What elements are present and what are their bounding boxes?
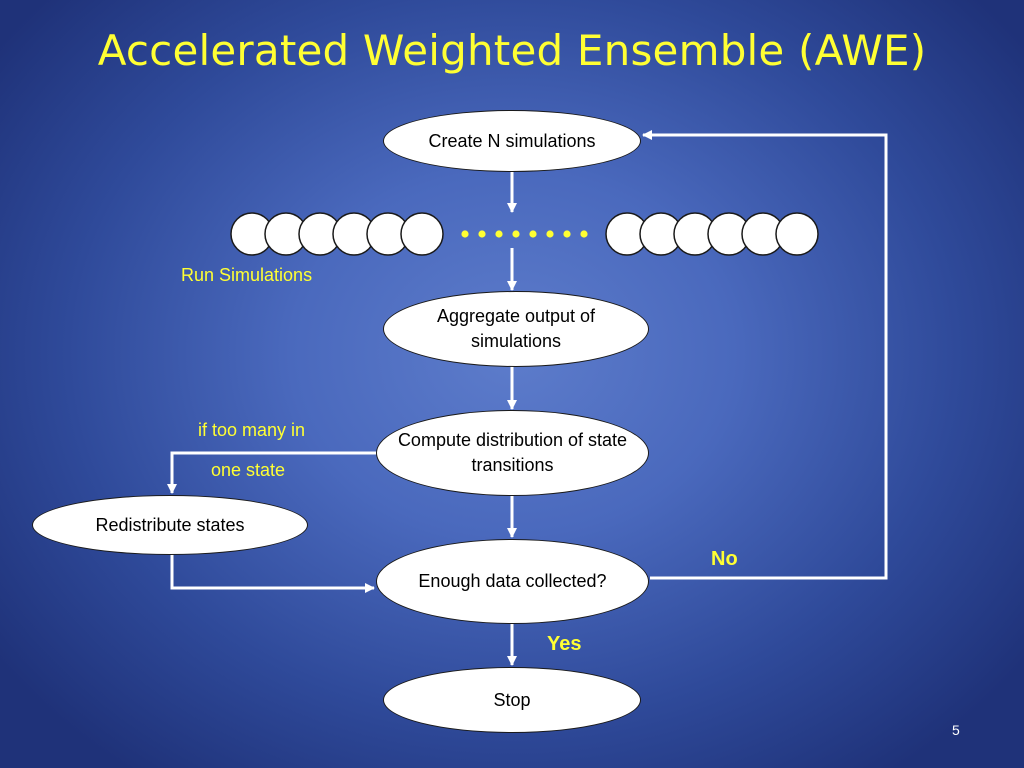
- arrow-redistribute-to-enough: [170, 554, 375, 593]
- ellipsis-dots: [461, 230, 588, 238]
- yes-label: Yes: [547, 633, 582, 655]
- ellipsis-dot: [478, 230, 486, 238]
- stop-node: Stop: [383, 667, 641, 733]
- arrow-compute-to-redistribute: [167, 451, 378, 494]
- simulation-circles-right: [605, 212, 819, 256]
- slide-title: Accelerated Weighted Ensemble (AWE): [97, 26, 927, 75]
- condition-label-line1: if too many in: [198, 420, 306, 440]
- ellipsis-dot: [461, 230, 469, 238]
- aggregate-output-node: Aggregate output of simulations: [383, 291, 649, 367]
- ellipsis-dot: [512, 230, 520, 238]
- sim-circle: [775, 212, 819, 256]
- ellipsis-dot: [495, 230, 503, 238]
- ellipsis-dot: [529, 230, 537, 238]
- run-simulations-label: Run Simulations: [181, 265, 313, 285]
- ellipsis-dot: [546, 230, 554, 238]
- enough-data-node: Enough data collected?: [376, 539, 649, 624]
- no-label: No: [711, 548, 738, 570]
- page-number: 5: [952, 722, 960, 738]
- redistribute-states-node: Redistribute states: [32, 495, 308, 555]
- compute-distribution-node: Compute distribution of state transition…: [376, 410, 649, 496]
- arrow-no-loop-to-create: [642, 130, 888, 580]
- condition-label-line2: one state: [211, 460, 286, 480]
- ellipsis-dot: [580, 230, 588, 238]
- sim-circle: [400, 212, 444, 256]
- simulation-circles-left: [230, 212, 444, 256]
- ellipsis-dot: [563, 230, 571, 238]
- create-simulations-node: Create N simulations: [383, 110, 641, 172]
